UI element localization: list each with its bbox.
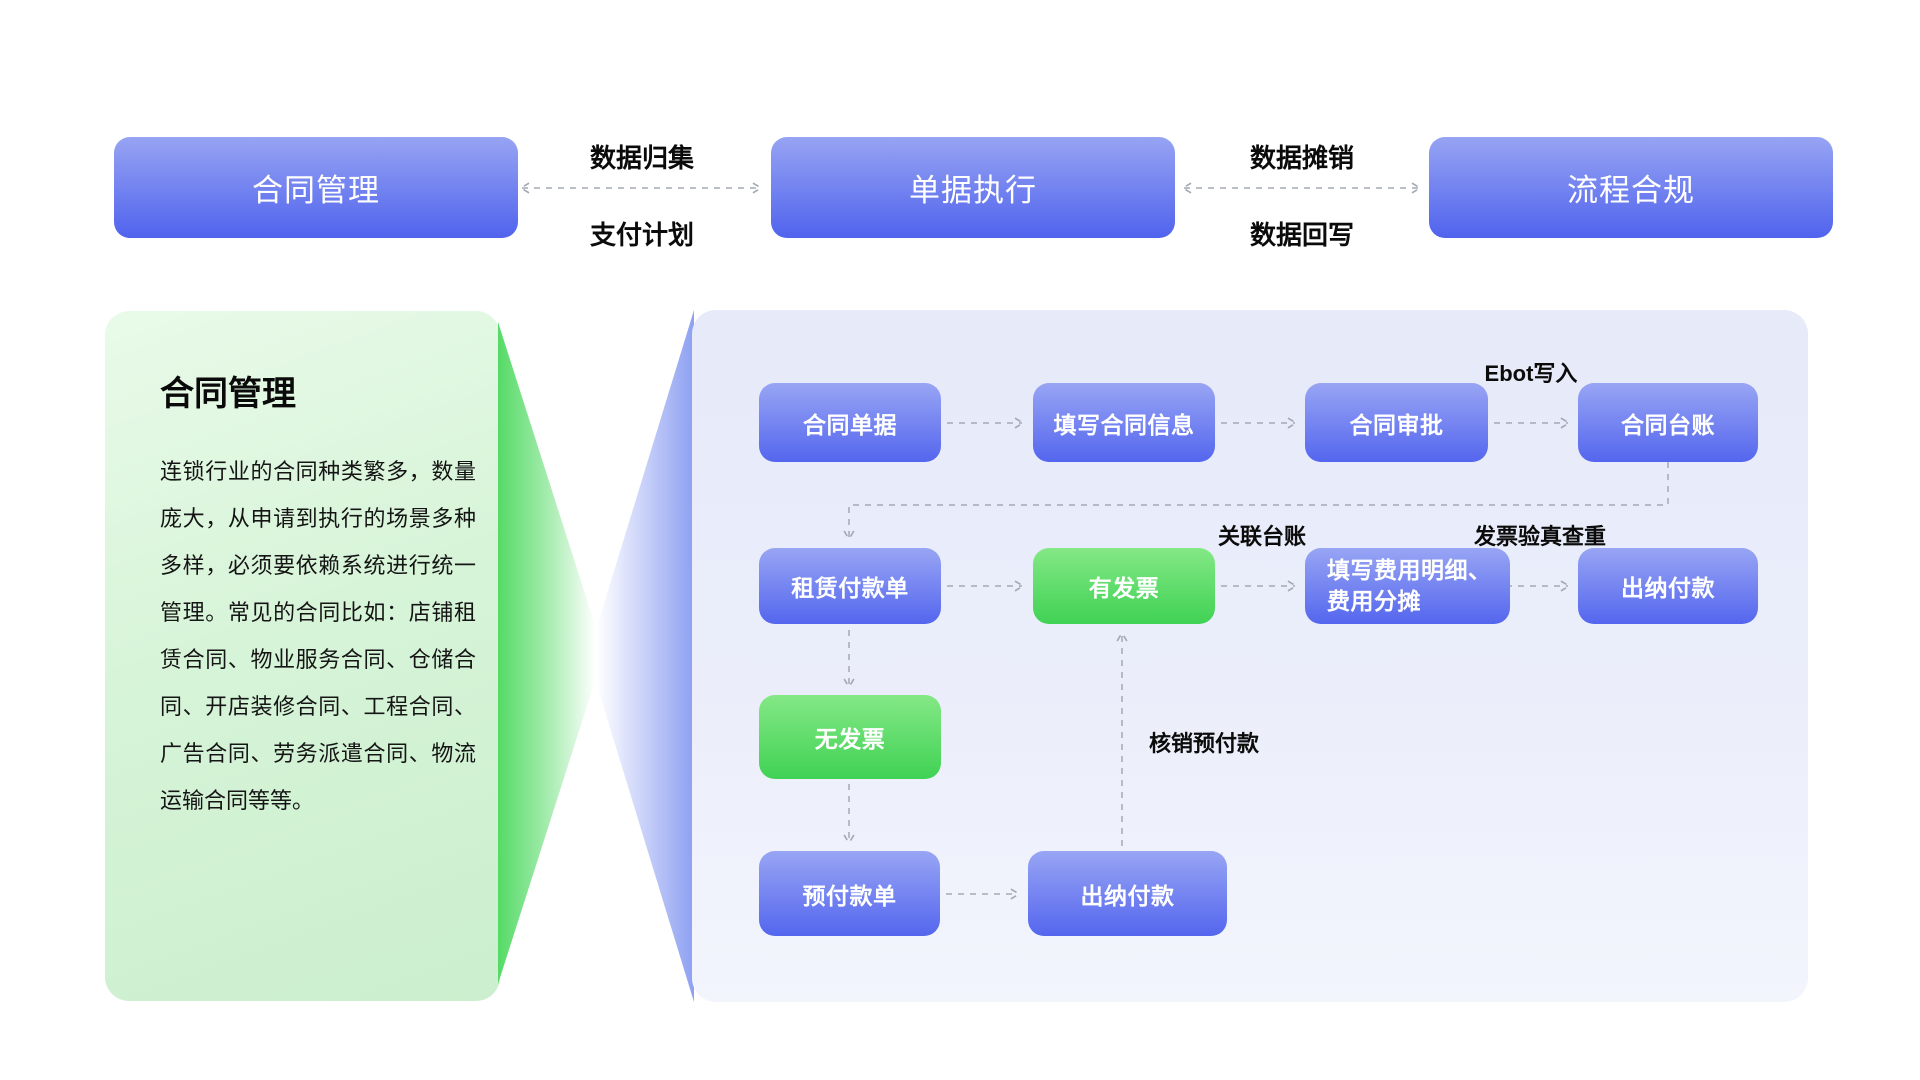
nav-button-contract-management[interactable]: 合同管理	[114, 137, 518, 238]
green-panel-fold-decoration	[498, 322, 604, 984]
label-link-ledger: 关联台账	[1217, 524, 1307, 549]
flow-node-contract-approval: 合同审批	[1305, 383, 1488, 462]
flow-node-no-invoice: 无发票	[759, 695, 941, 779]
flow-node-fill-expense-detail: 填写费用明细、 费用分摊	[1305, 548, 1510, 624]
flow-node-lease-payment-order: 租赁付款单	[759, 548, 941, 624]
link-label-data-amortization: 数据摊销	[1249, 143, 1355, 173]
flow-node-has-invoice: 有发票	[1033, 548, 1215, 624]
nav-button-document-execution[interactable]: 单据执行	[771, 137, 1175, 238]
link-label-payment-plan: 支付计划	[589, 220, 695, 250]
flow-node-prepayment-order: 预付款单	[759, 851, 940, 936]
flow-node-cashier-payment: 出纳付款	[1578, 548, 1758, 624]
info-panel-body-text: 连锁行业的合同种类繁多，数量庞大，从申请到执行的场景多种多样，必须要依赖系统进行…	[160, 459, 476, 813]
flow-node-cashier-payment-bottom: 出纳付款	[1028, 851, 1227, 936]
link-label-data-writeback: 数据回写	[1249, 220, 1355, 250]
flow-node-contract-ledger: 合同台账	[1578, 383, 1758, 462]
blue-panel-fold-decoration	[588, 310, 694, 1002]
label-invoice-verification: 发票验真查重	[1473, 524, 1607, 549]
info-panel-title: 合同管理	[160, 375, 296, 413]
nav-button-process-compliance[interactable]: 流程合规	[1429, 137, 1833, 238]
info-panel	[105, 311, 500, 1001]
label-ebot-write: Ebot写入	[1484, 361, 1578, 386]
link-label-data-collection: 数据归集	[589, 143, 695, 173]
flow-node-fill-contract-info: 填写合同信息	[1033, 383, 1215, 462]
label-writeoff-prepayment: 核销预付款	[1148, 731, 1260, 756]
flow-node-contract-document: 合同单据	[759, 383, 941, 462]
